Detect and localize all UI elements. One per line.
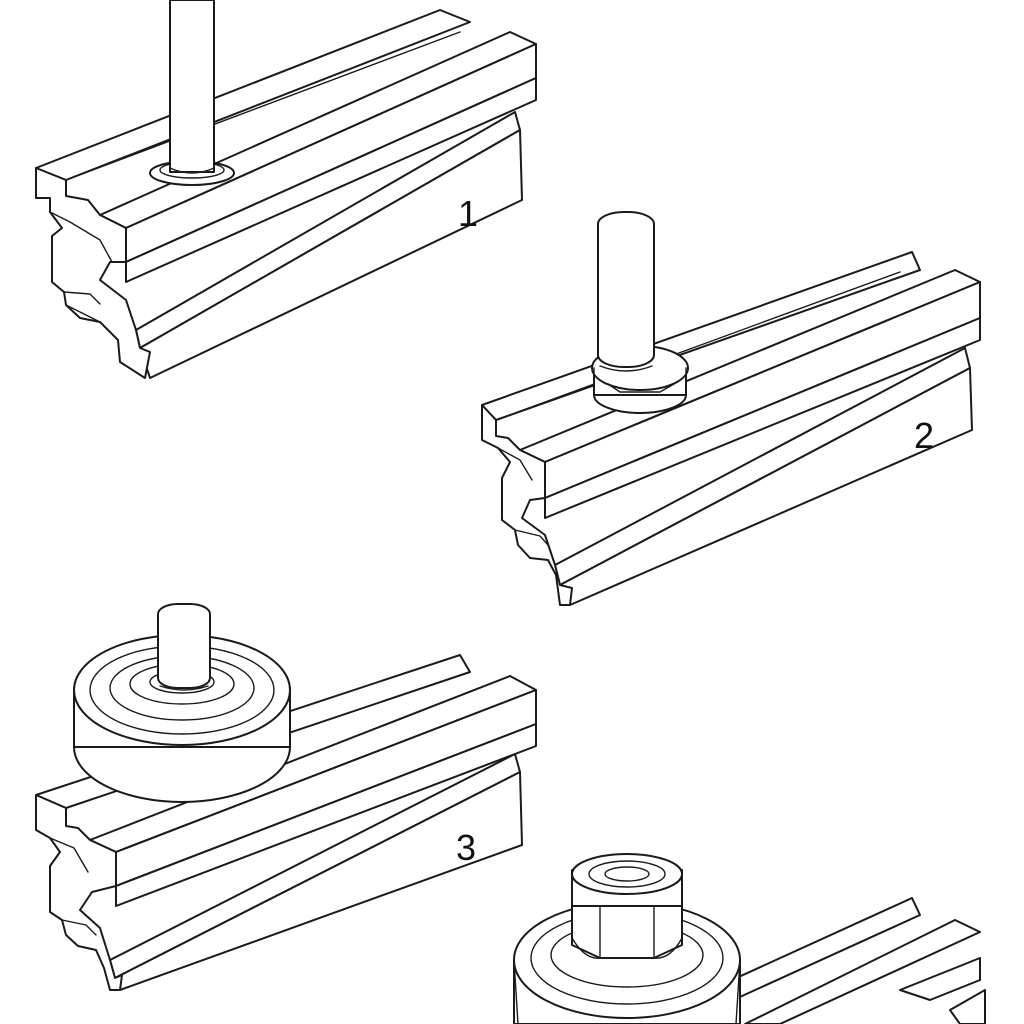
step-2-assembly: 2 xyxy=(481,211,981,606)
aluminum-extrusion-profile xyxy=(35,9,537,379)
nut-top xyxy=(571,853,683,907)
step-4-assembly xyxy=(513,853,986,1024)
bolt xyxy=(149,0,235,186)
bolt xyxy=(597,211,655,372)
aluminum-extrusion-profile xyxy=(709,897,986,1024)
nut xyxy=(571,891,683,959)
step-label-3: 3 xyxy=(456,827,476,868)
wheel xyxy=(513,901,741,1024)
aluminum-extrusion-profile xyxy=(481,251,981,606)
step-label-2: 2 xyxy=(914,415,934,456)
step-3-assembly: 3 xyxy=(35,603,537,991)
bolt xyxy=(157,603,211,691)
step-label-1: 1 xyxy=(458,193,478,234)
step-1-assembly: 1 xyxy=(35,0,537,379)
